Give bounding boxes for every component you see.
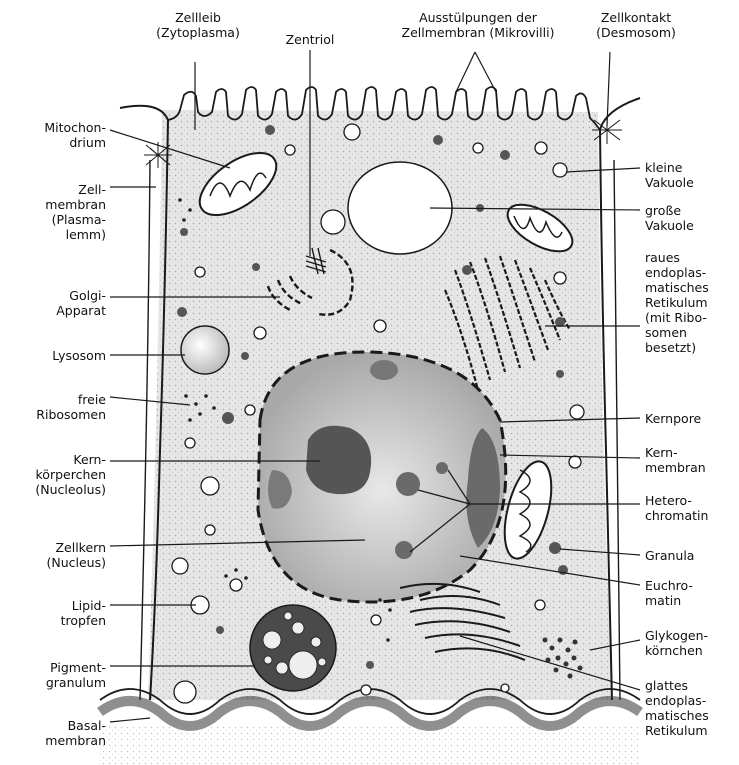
label-grosse-vakuole: große Vakuole bbox=[645, 203, 737, 233]
label-zellmembran: Zell- membran (Plasma- lemm) bbox=[2, 182, 106, 242]
label-kleine-vakuole: kleine Vakuole bbox=[645, 160, 737, 190]
label-lipid: Lipid- tropfen bbox=[2, 598, 106, 628]
label-glykogen: Glykogen- körnchen bbox=[645, 628, 737, 658]
heterochromatin-spot bbox=[396, 472, 420, 496]
basal-lamina-bottom bbox=[100, 726, 640, 765]
label-kernmembran: Kern- membran bbox=[645, 445, 737, 475]
label-pigment: Pigment- granulum bbox=[2, 660, 106, 690]
label-kernpore: Kernpore bbox=[645, 411, 737, 426]
label-granula: Granula bbox=[645, 548, 737, 563]
label-glattes-er: glattes endoplas- matisches Retikulum bbox=[645, 678, 737, 738]
label-nucleolus: Kern- körperchen (Nucleolus) bbox=[2, 452, 106, 497]
label-basal: Basal- membran bbox=[2, 718, 106, 748]
label-ribosomen: freie Ribosomen bbox=[2, 392, 106, 422]
label-heterochromatin: Hetero- chromatin bbox=[645, 493, 737, 523]
label-zentriol: Zentriol bbox=[270, 32, 350, 47]
label-zellleib: Zellleib (Zytoplasma) bbox=[138, 10, 258, 40]
nucleolus bbox=[306, 426, 371, 494]
heterochromatin-spot bbox=[370, 360, 398, 380]
neighbor-membrane-right bbox=[614, 160, 620, 700]
lysosome bbox=[181, 326, 229, 374]
neighbor-membrane-left bbox=[140, 160, 150, 700]
label-lysosom: Lysosom bbox=[2, 348, 106, 363]
pigment-granule bbox=[250, 605, 336, 691]
label-golgi: Golgi- Apparat bbox=[2, 288, 106, 318]
label-desmosom: Zellkontakt (Desmosom) bbox=[588, 10, 684, 40]
heterochromatin-spot bbox=[395, 541, 413, 559]
label-mitochondrium: Mitochon- drium bbox=[2, 120, 106, 150]
heterochromatin-spot bbox=[436, 462, 448, 474]
label-mikrovilli: Ausstülpungen der Zellmembran (Mikrovill… bbox=[388, 10, 568, 40]
label-raues-er: raues endoplas- matisches Retikulum (mit… bbox=[645, 250, 737, 355]
label-zellkern: Zellkern (Nucleus) bbox=[2, 540, 106, 570]
label-euchromatin: Euchro- matin bbox=[645, 578, 737, 608]
